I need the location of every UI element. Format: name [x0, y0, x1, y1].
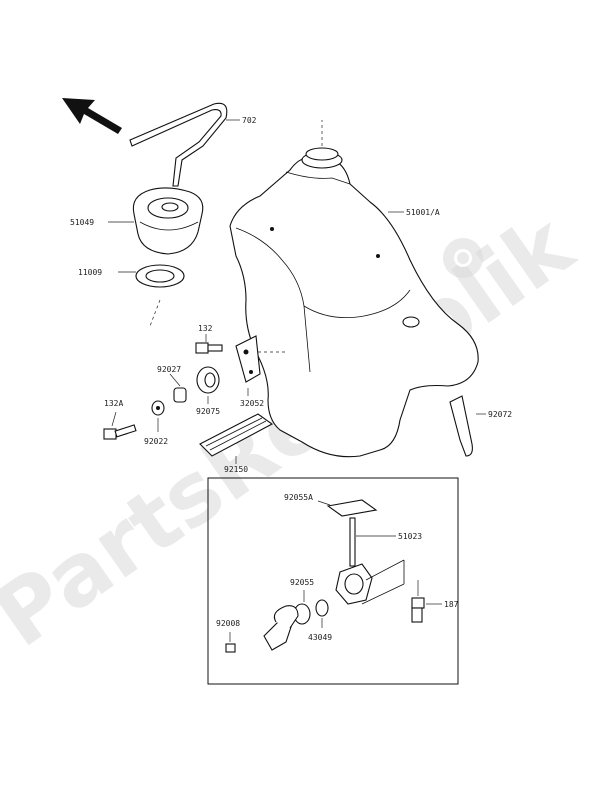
label-702: 702 — [242, 116, 257, 125]
label-32052: 32052 — [240, 399, 264, 408]
damper-92075: 92075 — [196, 366, 220, 416]
bracket-32052: 32052 — [235, 335, 288, 408]
label-92022: 92022 — [144, 437, 168, 446]
strap-92072: 92072 — [449, 395, 512, 457]
gasket-11009: 11009 — [78, 264, 185, 327]
label-51049: 51049 — [70, 218, 94, 227]
label-51023: 51023 — [398, 532, 422, 541]
bolt-132A: 132A — [103, 399, 137, 440]
label-187: 187 — [444, 600, 459, 609]
label-92055: 92055 — [290, 578, 314, 587]
gasket-92055A: 92055A — [284, 493, 378, 517]
label-92150: 92150 — [224, 465, 248, 474]
label-92075: 92075 — [196, 407, 220, 416]
lever-92008: 92008 — [216, 605, 299, 653]
arrow-up-left-icon — [62, 98, 122, 134]
label-92055A: 92055A — [284, 493, 313, 502]
label-132: 132 — [198, 324, 213, 333]
bolt-132: 132 — [195, 324, 223, 354]
label-11009: 11009 — [78, 268, 102, 277]
gear-icon — [443, 238, 483, 278]
collar-92027: 92027 — [157, 365, 187, 403]
label-92008: 92008 — [216, 619, 240, 628]
pad-92150: 92150 — [199, 413, 274, 474]
washer-92022: 92022 — [144, 400, 168, 446]
label-92027: 92027 — [157, 365, 181, 374]
screen-43049: 43049 — [308, 599, 332, 642]
label-132A: 132A — [104, 399, 123, 408]
fuel-tank-51001A: 51001/A — [229, 120, 479, 458]
label-43049: 43049 — [308, 633, 332, 642]
fuel-cap-51049: 51049 — [70, 187, 204, 255]
breather-hose-702: 702 — [129, 102, 257, 187]
bolt-187: 187 — [411, 580, 459, 623]
fuel-cock-detail-box — [207, 477, 459, 685]
label-92072: 92072 — [488, 410, 512, 419]
fuel-cock-51023: 51023 — [335, 517, 422, 605]
label-51001A: 51001/A — [406, 208, 440, 217]
